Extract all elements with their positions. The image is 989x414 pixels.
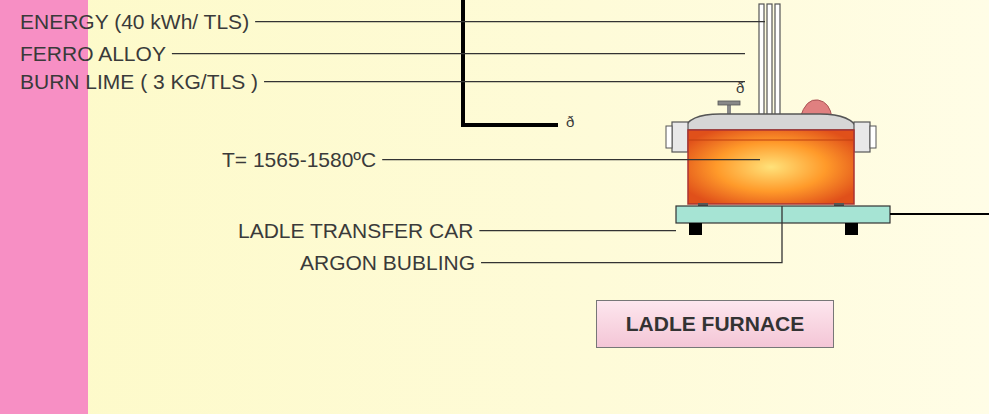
transfer-car (676, 206, 890, 223)
title-box: LADLE FURNACE (596, 300, 834, 348)
car-wheel (689, 223, 702, 235)
leader-line (479, 230, 676, 231)
callout-label: LADLE TRANSFER CAR (238, 219, 473, 242)
leader-line (382, 159, 760, 160)
callout-label: BURN LIME ( 3 KG/TLS ) (20, 70, 258, 93)
electrodes (759, 4, 780, 116)
callout-label: T= 1565-1580ºC (222, 148, 376, 171)
leader-line (255, 21, 765, 22)
car-wheel (845, 223, 858, 235)
arrow-symbol: ð (566, 114, 574, 131)
rail-line (890, 213, 989, 215)
leader-line (264, 81, 745, 82)
callout-label: ENERGY (40 kWh/ TLS) (20, 10, 249, 33)
box-title: LADLE FURNACE (626, 312, 805, 336)
callout-label: ARGON BUBLING (300, 251, 475, 274)
leader-line (172, 53, 745, 54)
leader-line (481, 206, 782, 263)
callout-label: FERRO ALLOY (20, 42, 166, 65)
ladle-rim (688, 140, 854, 141)
ladle-roof (684, 114, 858, 130)
feed-line (463, 0, 558, 125)
ladle-body (688, 130, 854, 204)
arrow-symbol: ð (736, 80, 744, 97)
